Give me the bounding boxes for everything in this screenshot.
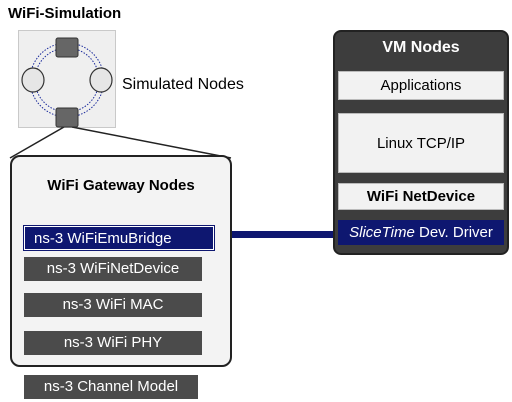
simulated-nodes-label: Simulated Nodes	[122, 76, 244, 93]
bridge-connector	[214, 231, 338, 238]
layer-wifinetdevice: ns-3 WiFiNetDevice	[24, 257, 202, 281]
vm-nodes-title: VM Nodes	[382, 39, 460, 56]
node-bottom	[55, 107, 79, 128]
zoom-line-right	[71, 126, 232, 159]
vm-linux-tcpip: Linux TCP/IP	[338, 113, 504, 173]
vm-wifi-netdevice: WiFi NetDevice	[338, 183, 504, 210]
node-top	[55, 37, 79, 58]
driver-label: Dev. Driver	[414, 224, 493, 241]
layer-wifi-phy: ns-3 WiFi PHY	[24, 331, 202, 355]
node-left	[21, 67, 45, 93]
zoom-line-left	[9, 126, 65, 159]
vm-applications: Applications	[338, 71, 504, 100]
channel-model: ns-3 Channel Model	[24, 375, 198, 399]
diagram-title: WiFi-Simulation	[8, 5, 122, 22]
node-right	[89, 67, 113, 93]
gateway-title: WiFi Gateway Nodes	[47, 177, 195, 194]
layer-wifi-mac: ns-3 WiFi MAC	[24, 293, 202, 317]
layer-wifiemubridge: ns-3 WiFiEmuBridge	[23, 225, 215, 251]
vm-slicetime-driver: SliceTime Dev. Driver	[338, 220, 504, 245]
driver-brand: SliceTime	[349, 224, 415, 241]
